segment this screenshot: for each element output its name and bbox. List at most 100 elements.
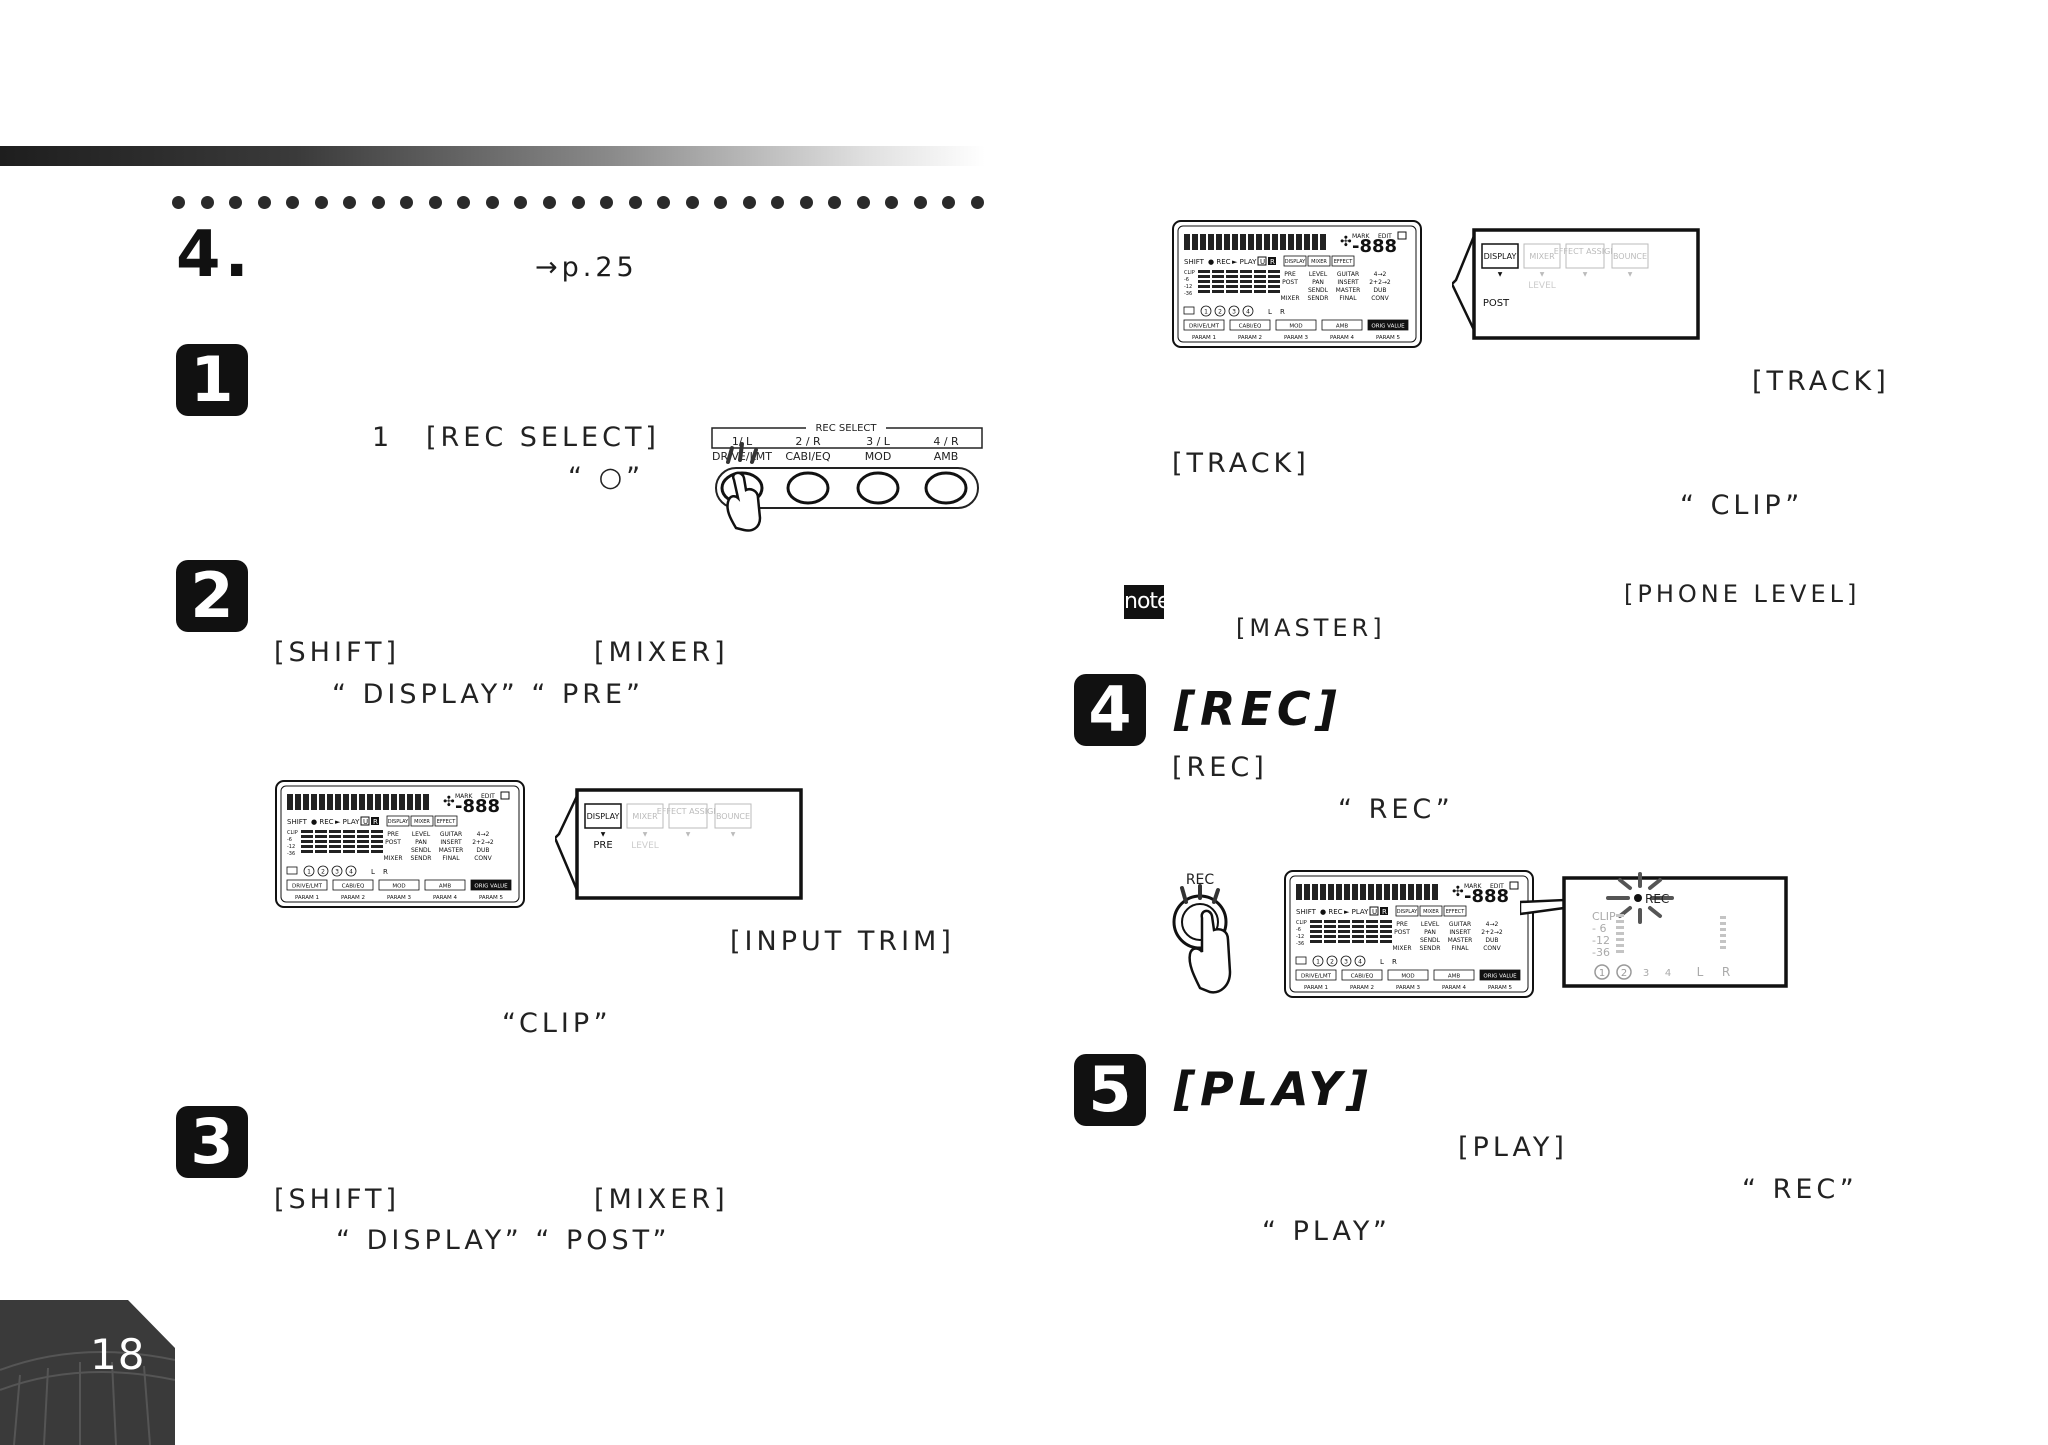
rec-select-button-label-3: MOD: [865, 450, 892, 463]
rule-dot: [457, 196, 471, 209]
step-2-badge: 2: [176, 560, 248, 632]
svg-text:POST: POST: [1483, 298, 1510, 309]
lcd-level-bar: [303, 794, 309, 810]
step-2-shift: [SHIFT]: [274, 637, 401, 668]
step-2-mixer: [MIXER]: [594, 637, 729, 668]
svg-text:MARK: MARK: [1464, 883, 1482, 890]
svg-text:CONV: CONV: [474, 855, 492, 862]
svg-text:▼: ▼: [686, 831, 691, 838]
lcd-level-bar: [1328, 884, 1334, 900]
svg-text:DUB: DUB: [1373, 287, 1386, 294]
note-master: [MASTER]: [1236, 614, 1386, 642]
svg-text:-12: -12: [1296, 934, 1304, 940]
svg-text:PRE: PRE: [1396, 921, 1408, 928]
lcd-level-bar: [1416, 884, 1422, 900]
rule-dot: [314, 196, 328, 209]
lcd-level-bar: [1360, 884, 1366, 900]
svg-text:POST: POST: [1282, 279, 1298, 286]
lcd-level-bar: [1400, 884, 1406, 900]
rule-dot: [628, 196, 642, 209]
lcd-level-bar: [1432, 884, 1438, 900]
svg-text:ORIG VALUE: ORIG VALUE: [474, 884, 508, 890]
svg-text:-12: -12: [1592, 934, 1610, 947]
rule-dot: [971, 196, 984, 209]
svg-text:MASTER: MASTER: [1336, 287, 1361, 294]
svg-text:● REC: ● REC: [1208, 258, 1231, 266]
rec-select-track-4: 4 / R: [933, 435, 959, 448]
rule-dot: [428, 196, 442, 209]
lcd-level-bar: [391, 794, 397, 810]
svg-text:LEVEL: LEVEL: [1309, 271, 1328, 278]
svg-text:SENDL: SENDL: [1420, 937, 1441, 944]
svg-text:4: 4: [1246, 309, 1250, 316]
lcd-level-bar: [1232, 234, 1238, 250]
lcd-level-bar: [1336, 884, 1342, 900]
svg-text:GUITAR: GUITAR: [1449, 921, 1471, 928]
svg-text:L: L: [371, 868, 375, 876]
lcd-level-bar: [1320, 234, 1326, 250]
svg-text:PARAM 2: PARAM 2: [341, 895, 365, 901]
lcd-level-bar: [1200, 234, 1206, 250]
rule-dot: [200, 196, 214, 209]
svg-text:CABI/EQ: CABI/EQ: [342, 884, 365, 890]
step-4-rec: [REC]: [1172, 752, 1268, 783]
svg-text:R: R: [1722, 965, 1730, 979]
svg-text:EDIT: EDIT: [1490, 883, 1504, 890]
svg-text:✣: ✣: [1452, 884, 1464, 900]
svg-text:R: R: [373, 818, 378, 826]
svg-text:2+2→2: 2+2→2: [472, 839, 494, 846]
svg-text:1: 1: [1204, 309, 1208, 316]
svg-text:R: R: [1280, 308, 1285, 316]
svg-text:PARAM 1: PARAM 1: [1304, 985, 1328, 991]
svg-text:► PLAY: ► PLAY: [1344, 908, 1369, 916]
svg-text:▼: ▼: [731, 831, 736, 838]
svg-text:FINAL: FINAL: [1339, 295, 1357, 302]
lcd-level-bar: [1384, 884, 1390, 900]
svg-text:EFFECT ASSIGN: EFFECT ASSIGN: [1554, 247, 1617, 256]
rec-select-panel-illustration: REC SELECT 1/ L 2 / R 3 / L 4 / R DRIVE/…: [711, 420, 983, 532]
svg-text:▼: ▼: [1583, 271, 1588, 278]
right-track-1: [TRACK]: [1752, 366, 1890, 397]
svg-text:R: R: [383, 868, 388, 876]
rule-dot: [657, 196, 671, 209]
svg-text:PAN: PAN: [415, 839, 427, 846]
section-number: 4.: [176, 218, 253, 292]
svg-text:PARAM 5: PARAM 5: [1376, 335, 1401, 341]
svg-text:ORIG VALUE: ORIG VALUE: [1483, 974, 1517, 980]
svg-text:GUITAR: GUITAR: [440, 831, 462, 838]
svg-text:MIXER: MIXER: [1423, 909, 1439, 915]
svg-text:-888: -888: [455, 796, 500, 817]
svg-text:3: 3: [335, 869, 339, 876]
svg-text:ORIG VALUE: ORIG VALUE: [1371, 324, 1405, 330]
svg-text:DRIVE/LMT: DRIVE/LMT: [292, 884, 323, 890]
lcd-level-bar: [1184, 234, 1190, 250]
lcd-level-bar: [1264, 234, 1270, 250]
step-4-badge: 4: [1074, 674, 1146, 746]
svg-text:CABI/EQ: CABI/EQ: [1239, 324, 1262, 330]
svg-text:-6: -6: [1296, 927, 1301, 933]
step-4-title: [REC]: [1174, 682, 1342, 736]
lcd-level-bar: [1368, 884, 1374, 900]
page-corner-decoration: [0, 1300, 175, 1445]
svg-text:SENDL: SENDL: [411, 847, 432, 854]
svg-text:2+2→2: 2+2→2: [1369, 279, 1391, 286]
svg-text:2+2→2: 2+2→2: [1481, 929, 1503, 936]
svg-text:U: U: [363, 818, 368, 826]
svg-text:PARAM 4: PARAM 4: [1330, 335, 1355, 341]
rule-dot: [286, 196, 300, 209]
svg-text:PAN: PAN: [1312, 279, 1324, 286]
lcd-level-bar: [1344, 884, 1350, 900]
lcd-level-bar: [1288, 234, 1294, 250]
svg-text:DISPLAY: DISPLAY: [1484, 252, 1517, 261]
svg-text:4: 4: [1665, 968, 1671, 979]
lcd-level-bar: [1224, 234, 1230, 250]
step-1-rec-select: [REC SELECT]: [426, 422, 660, 453]
rule-dot: [714, 196, 728, 209]
svg-text:CLIP: CLIP: [1184, 270, 1195, 276]
svg-text:▼: ▼: [643, 831, 648, 838]
lcd-level-bar: [1312, 884, 1318, 900]
lcd-level-bar: [1304, 234, 1310, 250]
rule-dot: [343, 196, 357, 209]
